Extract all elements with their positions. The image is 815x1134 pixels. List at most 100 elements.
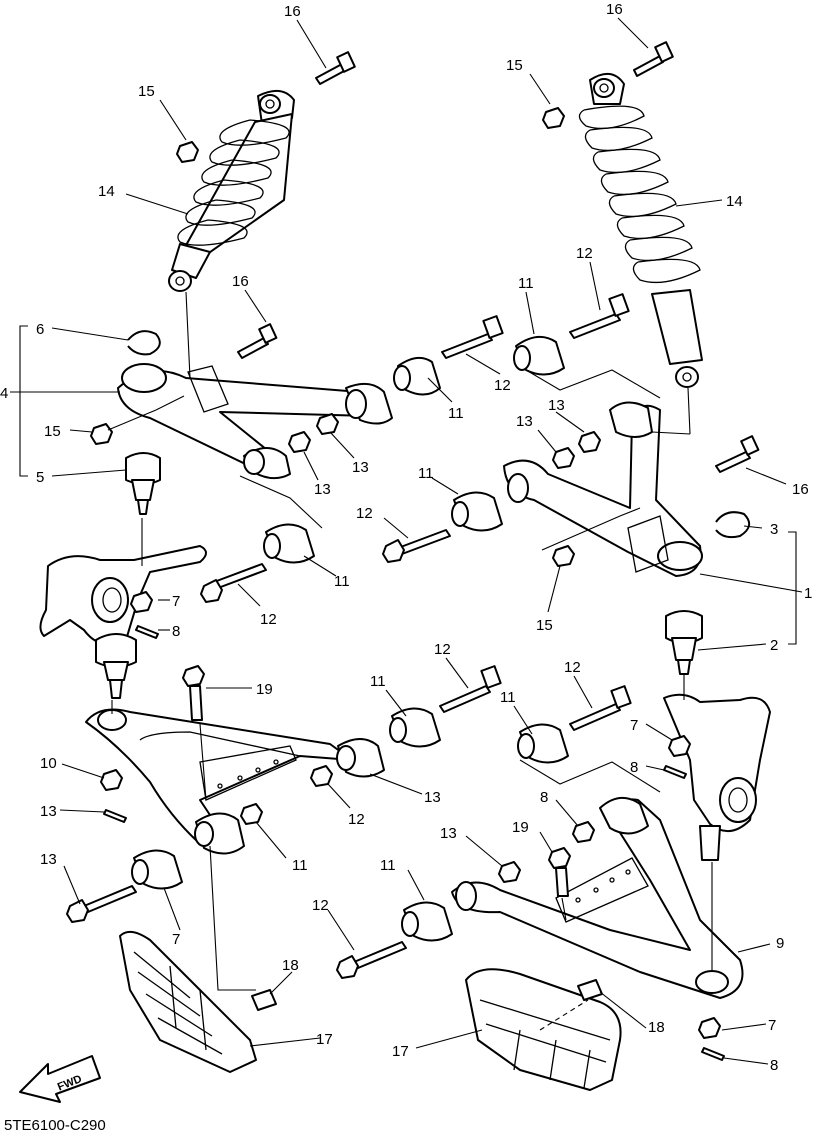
right-arm-bolt xyxy=(715,435,760,473)
callout-7: 10 xyxy=(40,755,57,772)
nut-13-a xyxy=(288,431,311,453)
right-knuckle-nut xyxy=(668,735,691,757)
right-upper-front-bolt xyxy=(569,293,630,339)
callout-12: 12 xyxy=(564,659,581,676)
left-ball-joint xyxy=(125,452,161,515)
callout-12: 12 xyxy=(260,611,277,628)
callout-18: 18 xyxy=(648,1019,665,1036)
callout-15: 15 xyxy=(536,617,553,634)
callout-19: 19 xyxy=(256,681,273,698)
right-upper-rear-bush xyxy=(451,491,503,532)
callout-19: 19 xyxy=(512,819,529,836)
callout-8: 8 xyxy=(630,759,638,776)
callout-17: 17 xyxy=(392,1043,409,1060)
callout-16: 16 xyxy=(232,273,249,290)
callout-18: 18 xyxy=(282,957,299,974)
assembly-lines xyxy=(107,291,713,1031)
cotter-pin-8-right xyxy=(701,1047,725,1061)
callout-15: 15 xyxy=(506,57,523,74)
nut-13-b xyxy=(316,413,339,435)
callout-11: 7 xyxy=(172,931,180,948)
nut-13-h xyxy=(498,861,521,883)
callout-13: 13 xyxy=(548,397,565,414)
callout-labels: 16 15 14 16 15 14 16 6 4 15 5 12 11 12 1… xyxy=(0,1,812,1074)
nut-13-d xyxy=(578,431,601,453)
callout-16: 16 xyxy=(792,481,809,498)
right-lower-rear-bolt xyxy=(336,941,407,979)
left-lower-front-bolt xyxy=(439,665,502,713)
callout-13: 13 xyxy=(352,459,369,476)
nut-13-g xyxy=(572,821,595,843)
callout-14: 14 xyxy=(98,183,115,200)
left-upper-bolt xyxy=(441,315,504,359)
left-upper-rear-bolt xyxy=(200,563,267,603)
right-lower-front-bush xyxy=(517,723,569,764)
callout-8: 8 xyxy=(172,623,180,640)
callout-8: 13 xyxy=(40,803,57,820)
right-lower-front-bolt xyxy=(569,685,632,731)
callout-12: 13 xyxy=(40,851,57,868)
right-upper-front-bush xyxy=(513,335,565,376)
callout-7: 7 xyxy=(768,1017,776,1034)
callout-16: 16 xyxy=(284,3,301,20)
callout-13: 12 xyxy=(348,811,365,828)
callout-8: 8 xyxy=(770,1057,778,1074)
callout-15: 15 xyxy=(44,423,61,440)
callout-13: 13 xyxy=(516,413,533,430)
right-lower-arm xyxy=(451,797,744,999)
callout-11: 11 xyxy=(370,673,386,690)
nut-13-c xyxy=(552,447,575,469)
callout-9: 9 xyxy=(776,935,784,952)
callout-16: 16 xyxy=(606,1,623,18)
callout-12: 12 xyxy=(434,641,451,658)
callout-12: 12 xyxy=(494,377,511,394)
left-guard-clip xyxy=(251,989,277,1011)
left-shock-absorber xyxy=(168,89,295,292)
callout-2: 2 xyxy=(770,637,778,654)
callout-3: 3 xyxy=(770,521,778,538)
right-shock-bolt xyxy=(633,41,674,77)
right-arm-guard xyxy=(465,968,622,1091)
callout-7: 7 xyxy=(172,593,180,610)
left-cotter-pin xyxy=(135,625,159,639)
callout-15: 15 xyxy=(138,83,155,100)
callout-4: 4 xyxy=(0,385,8,402)
left-steering-knuckle xyxy=(39,545,207,646)
left-upper-rear-bush xyxy=(263,523,315,564)
callout-5: 5 xyxy=(36,469,44,486)
right-upper-rear-bolt xyxy=(382,529,451,563)
callout-7: 7 xyxy=(630,717,638,734)
leader-lines xyxy=(10,17,803,1065)
callout-12: 12 xyxy=(356,505,373,522)
callout-14: 14 xyxy=(726,193,743,210)
callout-13: 13 xyxy=(314,481,331,498)
callout-6: 6 xyxy=(36,321,44,338)
left-knuckle-nut xyxy=(130,591,153,613)
left-circlip xyxy=(127,330,161,356)
left-upper-bush xyxy=(393,356,441,396)
right-shock-nut xyxy=(542,107,565,129)
callout-13: 13 xyxy=(440,825,457,842)
callout-11: 11 xyxy=(500,689,516,706)
callout-11: 11 xyxy=(380,857,396,874)
right-ball-joint xyxy=(665,610,703,675)
nut-7-left xyxy=(100,769,123,791)
callout-12: 12 xyxy=(312,897,329,914)
cotter-pin-8-left xyxy=(103,809,127,823)
nut-13-e xyxy=(240,803,263,825)
callout-17: 17 xyxy=(316,1031,333,1048)
left-lower-ball-joint xyxy=(95,633,137,699)
callout-1: 1 xyxy=(804,585,812,602)
callout-13: 11 xyxy=(292,857,308,874)
callout-11: 11 xyxy=(448,405,464,422)
left-arm-nut xyxy=(90,423,113,445)
left-lower-arm xyxy=(85,708,385,855)
right-cotter-pin xyxy=(663,765,687,779)
right-upper-arm xyxy=(503,401,703,577)
callout-13: 8 xyxy=(540,789,548,806)
right-lower-rear-bush xyxy=(401,901,453,942)
nut-15-right xyxy=(552,545,575,567)
left-lower-rear-bush xyxy=(131,849,183,890)
nut-7-right xyxy=(698,1017,721,1039)
